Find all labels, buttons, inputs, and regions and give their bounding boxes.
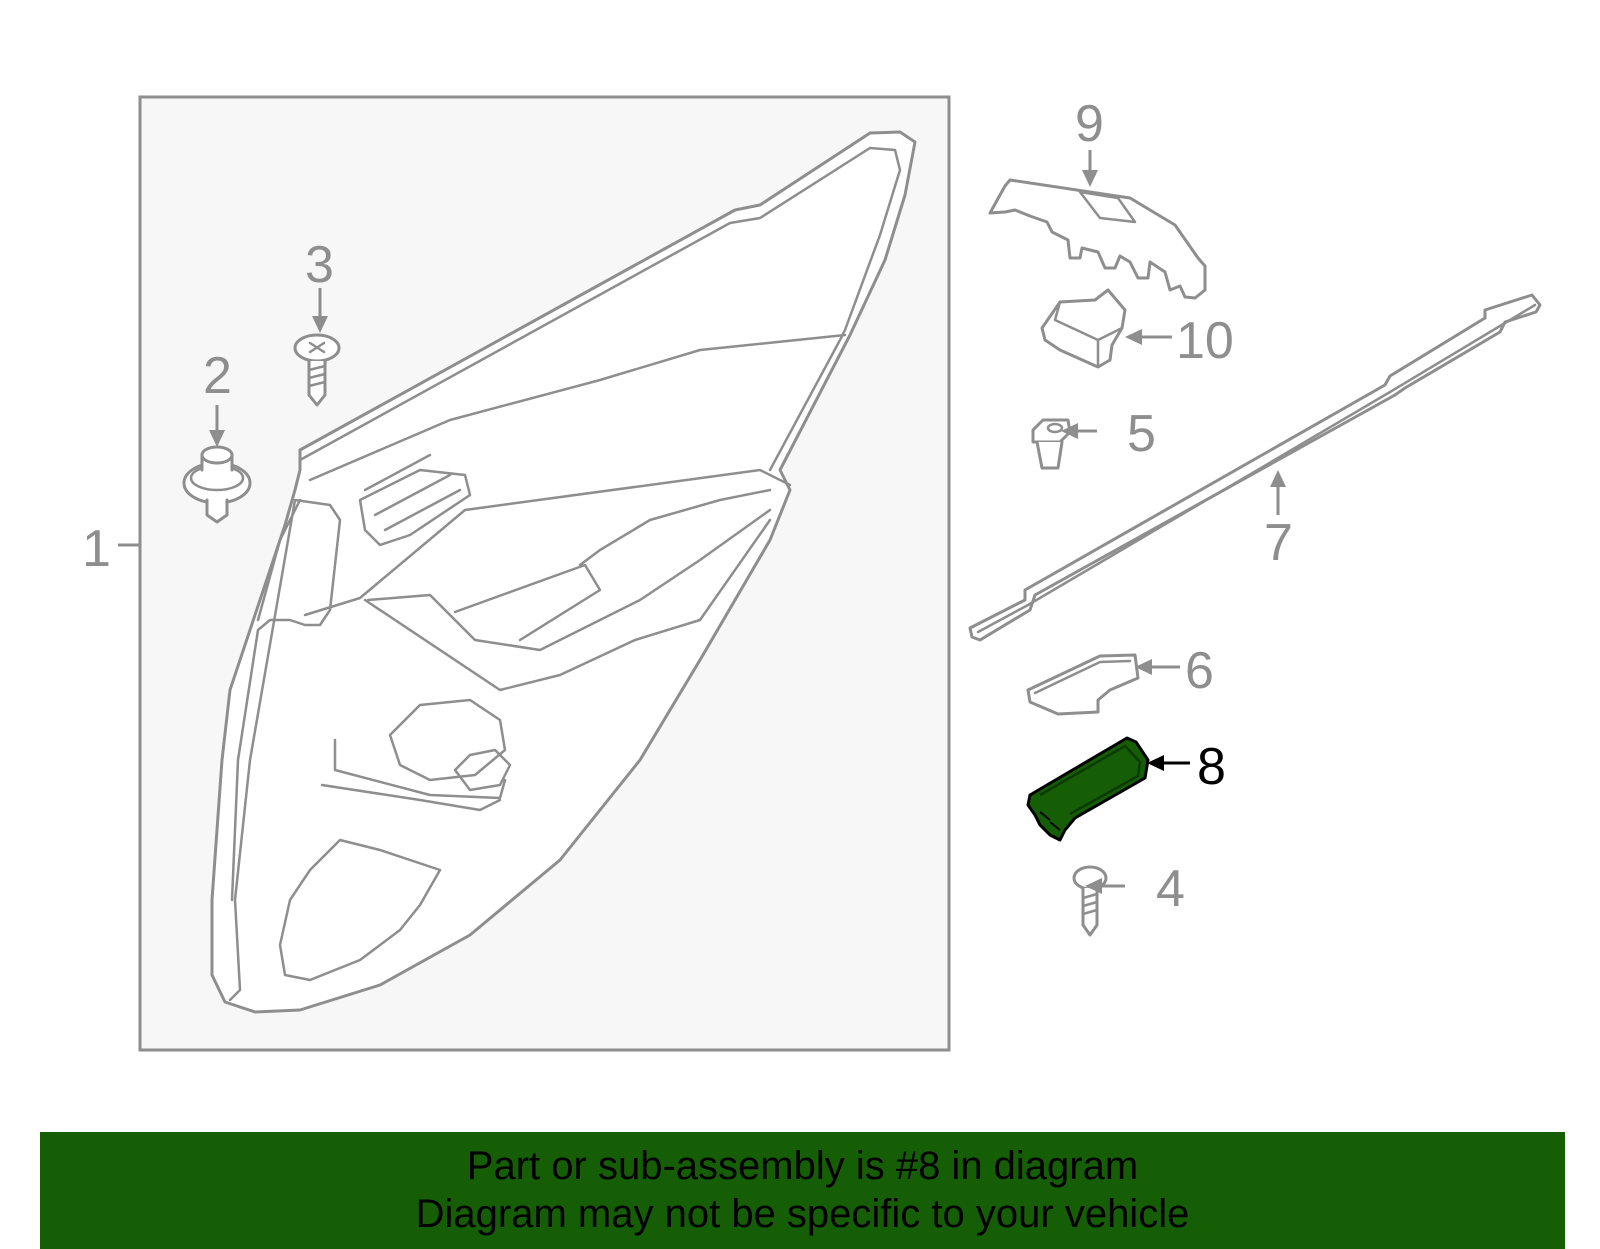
- switch-bezel-highlighted[interactable]: [1026, 736, 1150, 842]
- arrowhead-6: [1135, 659, 1152, 675]
- callout-9[interactable]: 9: [1075, 95, 1104, 153]
- arrowhead-5: [1061, 423, 1078, 439]
- callout-3[interactable]: 3: [305, 236, 334, 294]
- arrowhead-2: [209, 430, 225, 447]
- handle-cover[interactable]: [1026, 653, 1140, 716]
- callout-1[interactable]: 1: [82, 520, 111, 578]
- banner-part-note: Part or sub-assembly is #8 in diagram: [466, 1144, 1139, 1188]
- trim-screw-upper[interactable]: [293, 333, 341, 407]
- retainer-nut[interactable]: [1031, 418, 1072, 470]
- arrowhead-10: [1125, 329, 1142, 345]
- callout-2[interactable]: 2: [203, 347, 232, 405]
- belt-weatherstrip[interactable]: [968, 293, 1542, 642]
- info-banner: Part or sub-assembly is #8 in diagram Di…: [40, 1132, 1565, 1249]
- arrowhead-3: [312, 316, 328, 333]
- callout-5[interactable]: 5: [1127, 405, 1156, 463]
- arrowhead-7: [1270, 470, 1286, 487]
- callout-10[interactable]: 10: [1176, 312, 1234, 370]
- arrowhead-8: [1147, 755, 1164, 771]
- callout-8[interactable]: 8: [1197, 738, 1226, 796]
- window-switch[interactable]: [1040, 288, 1127, 369]
- door-trim-panel[interactable]: [210, 130, 917, 1014]
- banner-disclaimer: Diagram may not be specific to your vehi…: [415, 1192, 1190, 1236]
- push-clip[interactable]: [182, 445, 252, 524]
- arrowhead-4: [1085, 878, 1102, 894]
- mounting-bracket[interactable]: [988, 178, 1207, 300]
- callout-4[interactable]: 4: [1156, 860, 1185, 918]
- callout-7[interactable]: 7: [1264, 514, 1293, 572]
- trim-screw-lower[interactable]: [1072, 865, 1108, 937]
- callout-6[interactable]: 6: [1185, 642, 1214, 700]
- arrowhead-9: [1082, 170, 1098, 187]
